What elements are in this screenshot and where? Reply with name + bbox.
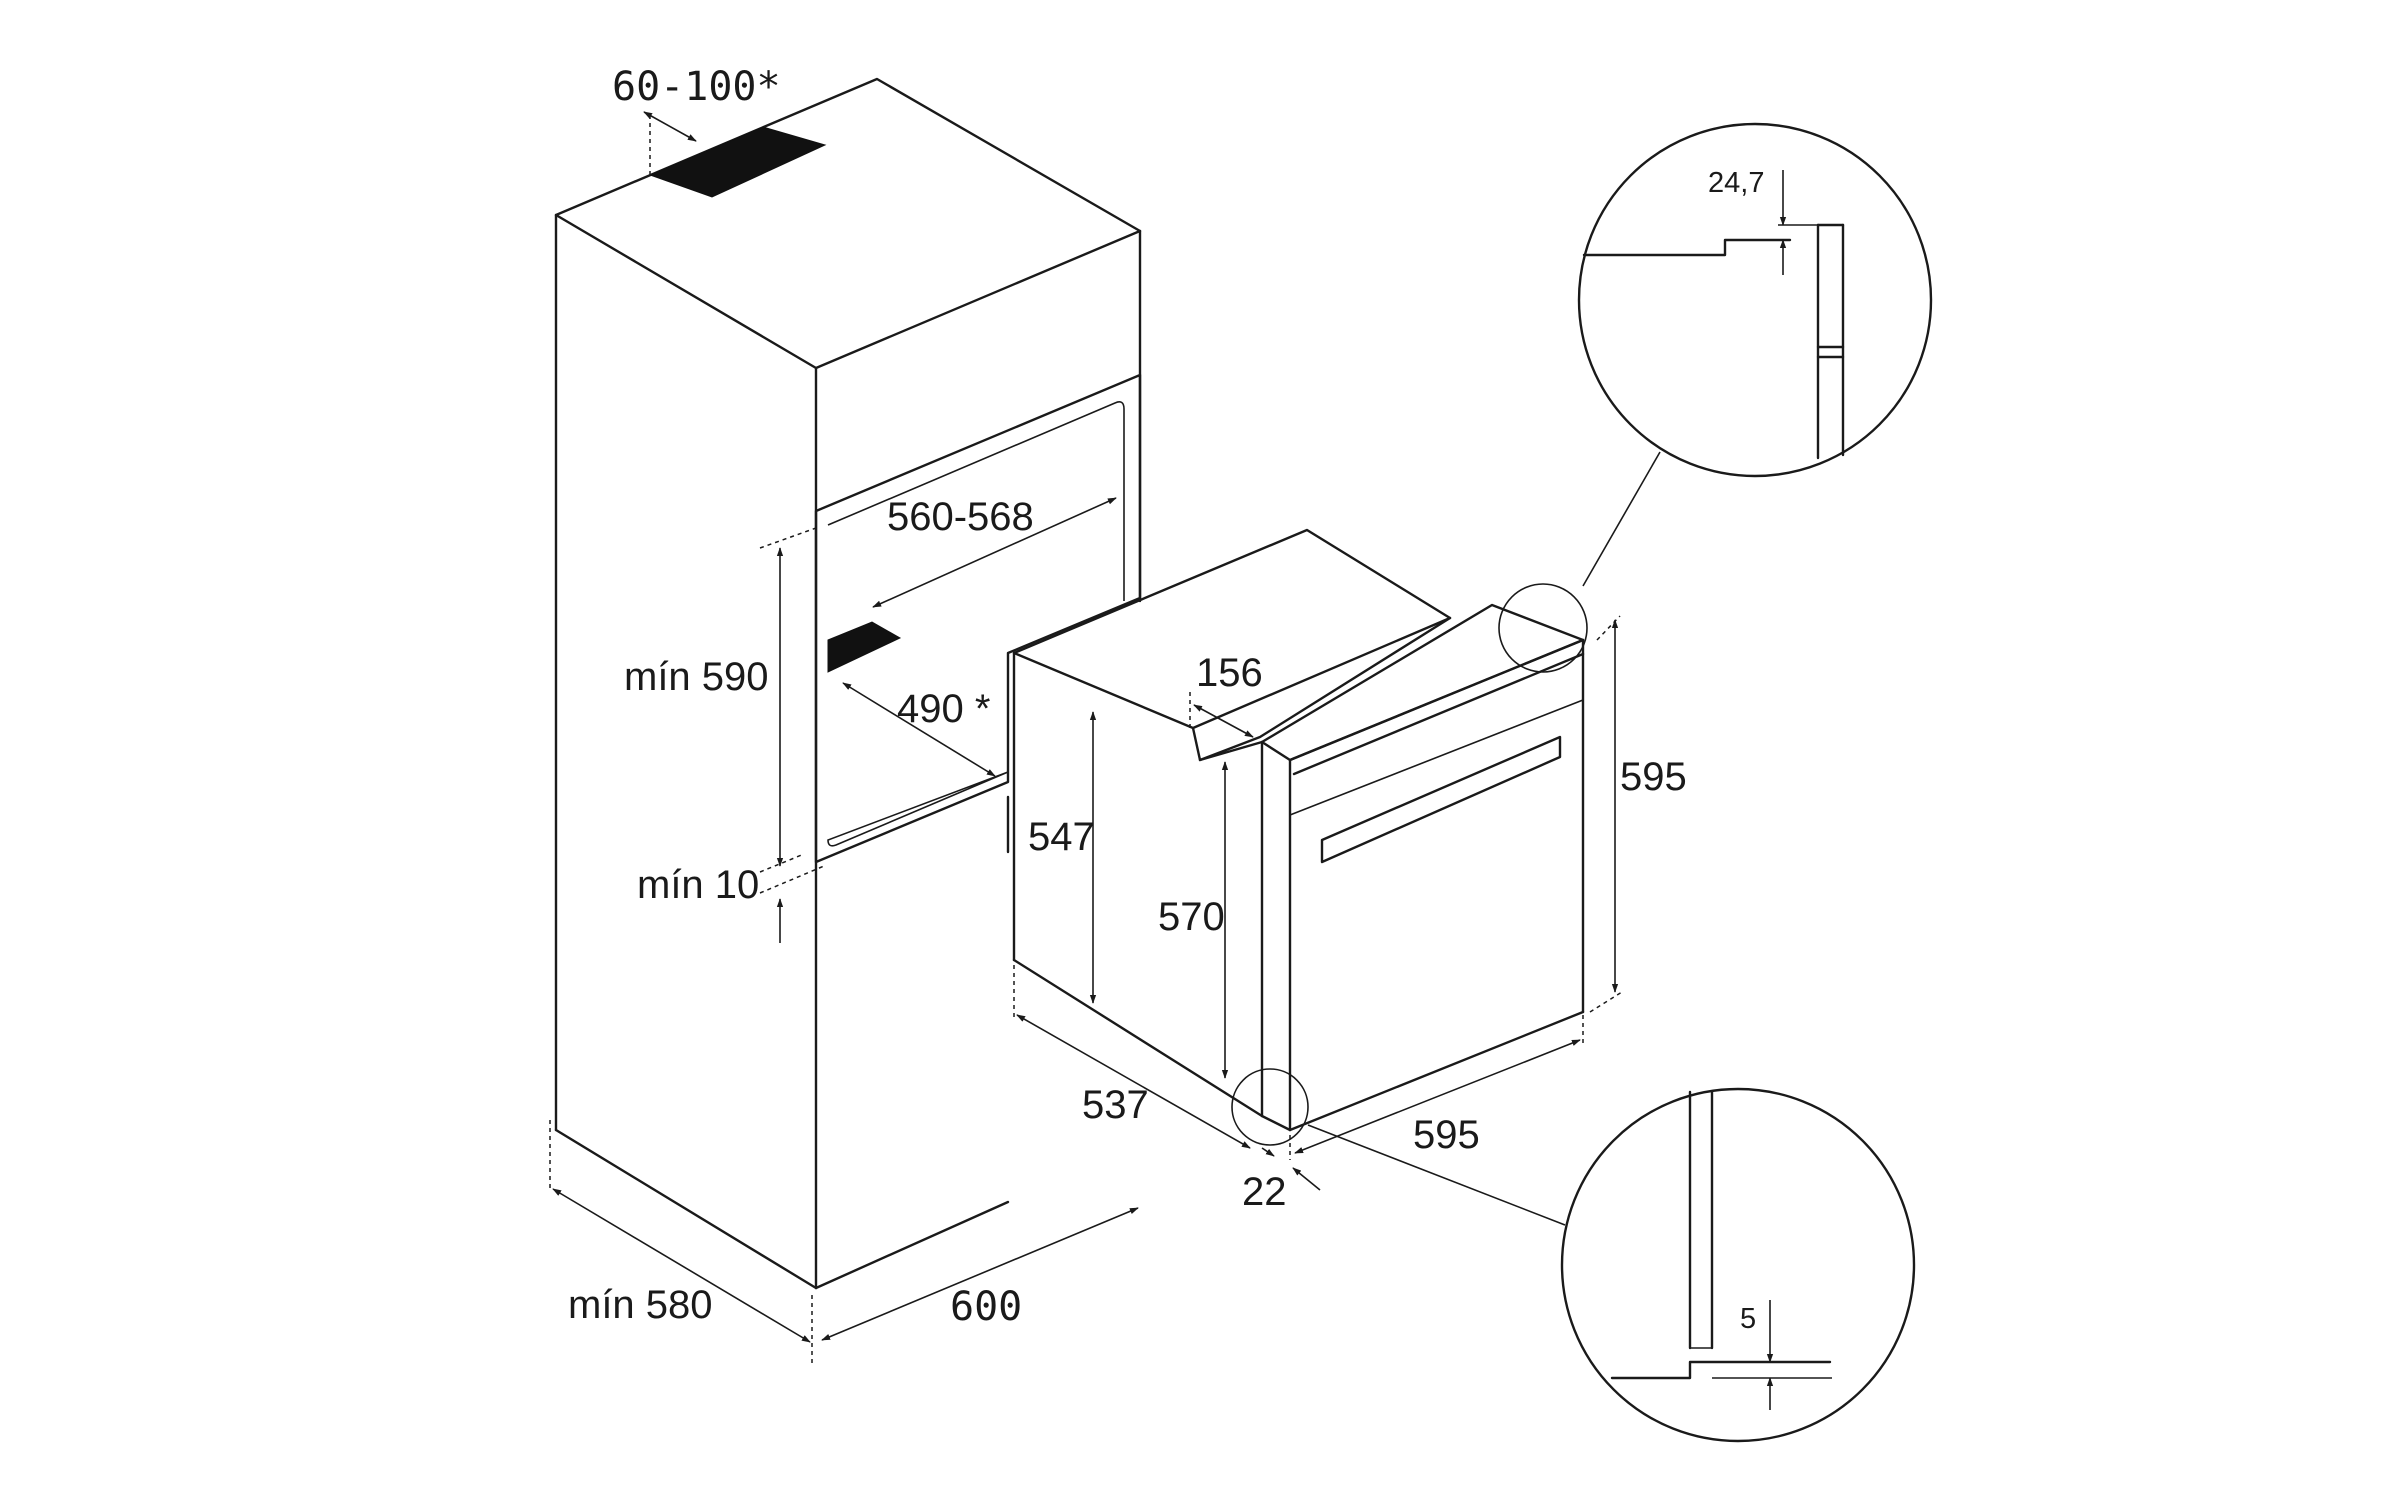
label-niche-height: mín 590: [624, 655, 769, 699]
top-vent-opening: [648, 126, 827, 198]
label-cabinet-top-vent: 60-100*: [612, 64, 781, 110]
detail-marker-bottom: [1231, 1068, 1309, 1146]
label-oven-body-height: 547: [1028, 815, 1095, 859]
label-oven-height: 595: [1620, 755, 1687, 799]
label-detail-bottom: 5: [1740, 1303, 1756, 1335]
label-oven-depth: 537: [1082, 1083, 1149, 1127]
oven-body-top: [1012, 528, 1452, 730]
oven-handle: [1320, 735, 1562, 864]
label-oven-step: 156: [1196, 651, 1263, 695]
niche-inner-opening: [827, 401, 1125, 847]
niche-frame: [814, 373, 1142, 864]
label-niche-depth: 490 *: [897, 687, 990, 731]
label-oven-width: 595: [1413, 1113, 1480, 1157]
label-door-offset: 22: [1242, 1170, 1287, 1214]
detail-top: [1577, 122, 1933, 587]
label-oven-front-height: 570: [1158, 895, 1225, 939]
detail-bottom: [1307, 1087, 1916, 1443]
oven-front-top: [1260, 603, 1585, 762]
cabinet-top-face: [554, 77, 1142, 370]
oven: [1012, 528, 1588, 1146]
label-niche-width: 560-568: [887, 495, 1034, 539]
label-cabinet-depth: mín 580: [568, 1283, 713, 1327]
niche-vent-opening: [827, 621, 902, 673]
detail-marker-top: [1498, 583, 1588, 673]
cabinet: [554, 77, 1142, 1290]
label-detail-top: 24,7: [1708, 167, 1764, 199]
dimension-lines: [549, 111, 1623, 1365]
dimension-labels: 60-100* 560-568 mín 590 490 * mín 10 mín…: [568, 64, 1764, 1335]
label-cabinet-width: 600: [950, 1284, 1022, 1330]
label-bottom-gap: mín 10: [637, 863, 759, 907]
